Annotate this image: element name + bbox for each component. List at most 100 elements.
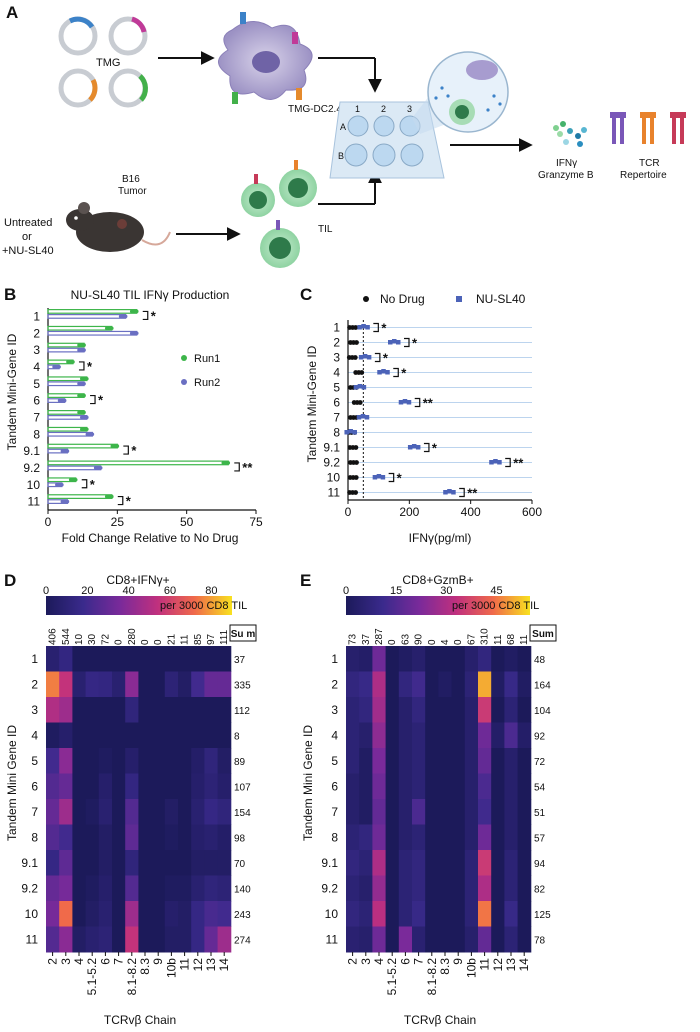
chart-e-cell [398,646,413,672]
chart-e-cell [398,824,413,851]
chart-c-nodrug-point [353,325,358,330]
chart-b-ytick-label: 9.1 [23,444,40,458]
chart-c-drug-point [385,370,390,375]
chart-c-ytick-label: 8 [333,426,340,440]
chart-d-cell [178,722,192,749]
chart-d-cell [178,875,192,902]
chart-d-cell [178,773,192,800]
chart-d-xtick-label: 13 [204,958,218,972]
chart-b-point [71,477,76,482]
chart-d-cell [85,926,100,953]
chart-c-nodrug-point [354,460,359,465]
chart-e-cell [359,722,373,749]
chart-d-title: CD8+IFNγ+ [106,573,169,587]
chart-c-ytick-label: 7 [333,411,340,425]
chart-b-sig-bracket [78,361,85,371]
chart-d-col-total: 85 [193,633,204,645]
chart-b-point [90,432,95,437]
chart-e-cell [491,926,505,953]
chart-b-point [93,466,98,470]
chart-d-cell [98,773,113,800]
chart-b-point [134,331,139,336]
chart-e-col-total: 73 [348,633,359,645]
chart-d-cell [85,748,100,774]
chart-d-col-total: 280 [127,628,138,645]
chart-e-cell [359,901,373,927]
chart-c-ytick-label: 2 [333,336,340,350]
chart-d-cell [204,875,219,902]
chart-e-cell [425,671,439,698]
plasmid-3 [58,68,98,108]
chart-e-cell [372,824,387,851]
chart-e-cell [398,875,413,902]
chart-c-legend-marker [363,296,369,302]
chart-b-point [63,449,67,453]
chart-e-cell [478,773,492,800]
tcr-chain [672,114,676,144]
chart-d-cell [191,824,205,851]
chart-d-cell [72,773,87,800]
chart-c-drug-point [451,490,456,495]
chart-b-ytick-label: 11 [28,495,41,509]
chart-d-cell [46,926,60,953]
zoom-well [427,51,509,133]
chart-d-row-sum: 335 [234,680,251,691]
mouse-tail [141,231,171,246]
chart-e-cell [372,671,387,698]
chart-e-cell [491,824,505,851]
chart-e-cell [451,824,466,851]
chart-c-sig-bracket [423,442,430,453]
chart-b-ytick-label: 1 [33,309,40,323]
chart-e-cell [346,697,360,723]
chart-c-xtick-label: 400 [461,505,481,519]
chart-d-cell [98,799,113,825]
chart-e-cell [372,722,387,749]
chart-e-cell [478,926,492,953]
chart-b-ytick-label: 7 [33,410,40,424]
chart-d-cell [46,697,60,723]
til-tcr-3 [276,220,280,230]
chart-d-cell [72,926,87,953]
chart-b-point [129,331,134,336]
well-b2 [372,143,396,167]
chart-d-colorbar [46,596,232,615]
chart-e-cell [372,875,387,902]
chart-e-cell [491,671,505,698]
chart-d-cell [85,850,100,876]
chart-d-cell [138,646,153,672]
chart-d-cell [98,671,113,698]
chart-e-cell [464,722,479,749]
chart-b-bar [47,460,229,466]
chart-d-cell [138,824,153,851]
chart-b-point [132,331,137,336]
chart-b-bar [47,465,102,471]
chart-e-cell [438,901,453,927]
chart-e-row-label: 9.2 [321,881,338,895]
chart-e-xtick-label: 3 [359,958,373,965]
chart-d-cell [164,722,179,749]
chart-b-ytick-label: 9.2 [23,461,40,475]
chart-e-cell [438,671,453,698]
chart-c-drug-point [381,369,386,374]
chart-d-cell [85,799,100,825]
zoom-dot [446,94,450,98]
chart-e-cell [451,748,466,774]
chart-d-cell [98,926,113,953]
chart-e-cell [438,875,453,902]
tcr-repertoire: TCR Repertoire [610,112,686,181]
chart-e-cell [346,671,360,698]
well-a2 [373,115,395,137]
chart-b-point [85,427,89,432]
chart-c-sig-bracket [374,352,381,363]
chart-d-cell [191,646,205,672]
chart-e-cell [491,722,505,749]
chart-b-ytick-label: 4 [33,360,40,374]
chart-d-cell [151,824,166,851]
chart-d-cell [217,697,232,723]
chart-e-cell [464,799,479,825]
chart-b-ytick-label: 8 [33,427,40,441]
chart-d-cell [191,875,205,902]
chart-d-cell [164,748,179,774]
